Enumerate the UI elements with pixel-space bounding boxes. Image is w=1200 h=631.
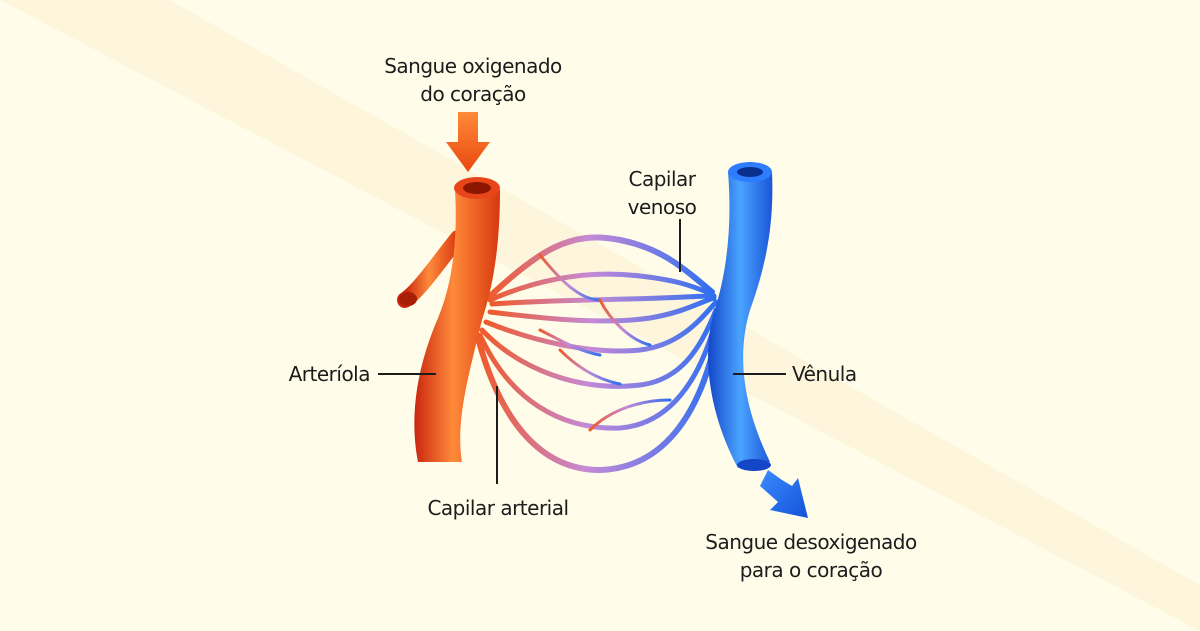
leader-lines xyxy=(378,219,786,484)
arterial-capillary-label: Capilar arterial xyxy=(427,496,569,520)
capillary-bottom xyxy=(475,327,721,474)
venule-vessel xyxy=(708,162,773,471)
deoxygenated-flow-arrow xyxy=(760,470,808,518)
arteriole-vessel xyxy=(397,177,500,462)
oxygenated-blood-label: Sangue oxigenado do coração xyxy=(384,54,562,106)
deoxygenated-blood-label: Sangue desoxigenado para o coração xyxy=(705,530,917,582)
arteriole-label: Arteríola xyxy=(288,362,371,386)
capillary-network xyxy=(475,234,721,474)
venule-label: Vênula xyxy=(792,362,857,386)
capillary-top xyxy=(485,234,715,301)
oxygenated-flow-arrow xyxy=(446,112,490,172)
venous-capillary-label: Capilar venoso xyxy=(627,167,697,219)
